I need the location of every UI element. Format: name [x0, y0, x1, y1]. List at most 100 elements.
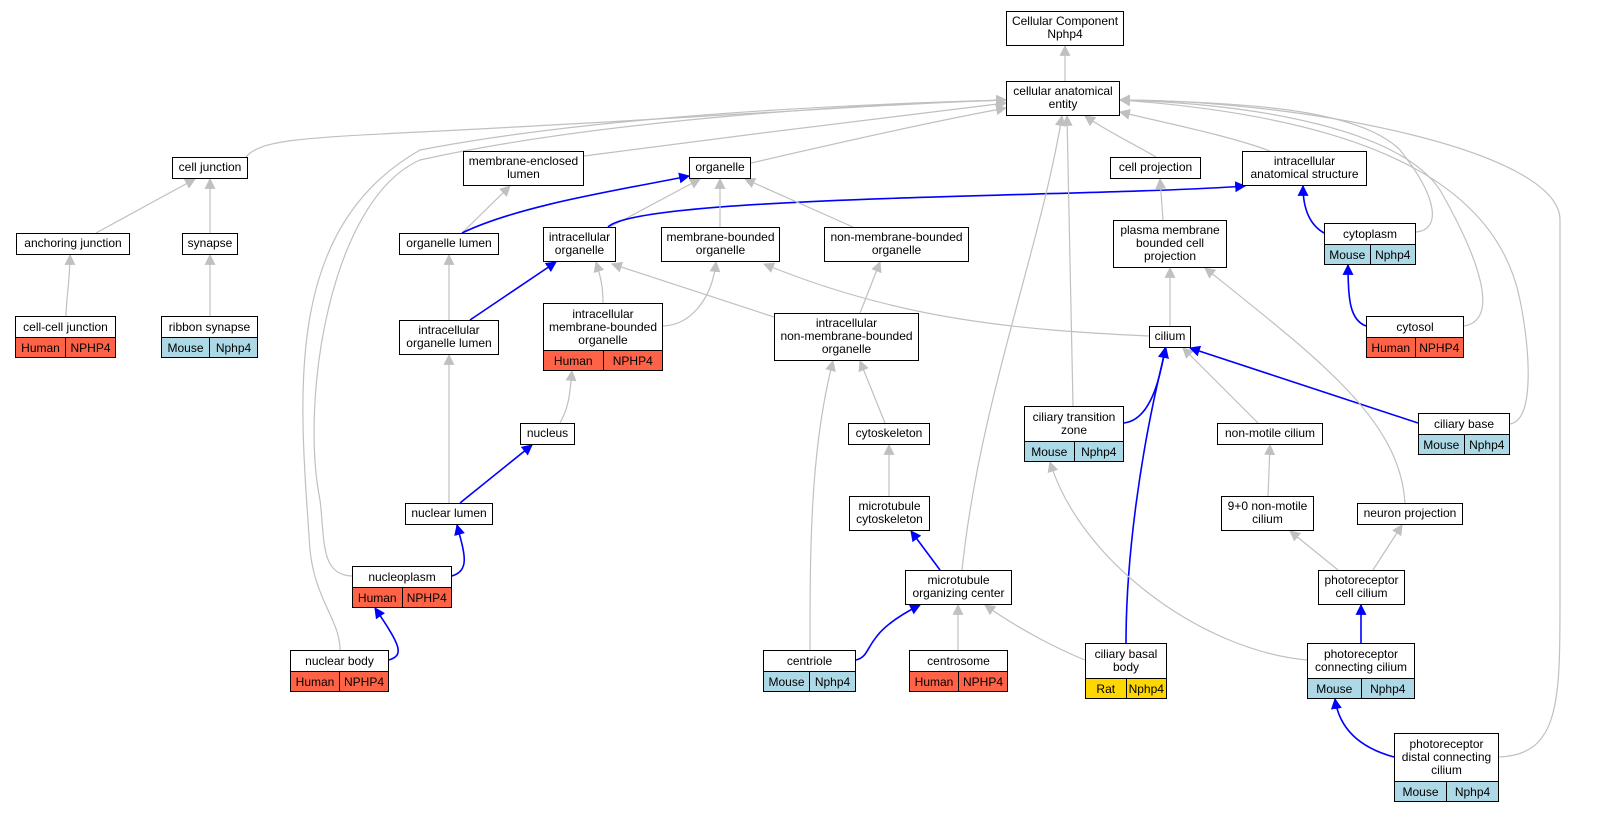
node-label: synapse — [187, 236, 233, 250]
node-intracellular-non-membrane-bounded-organelle[interactable]: intracellular non-membrane-bounded organ… — [774, 313, 919, 361]
node-non-membrane-bounded-organelle[interactable]: non-membrane-bounded organelle — [824, 227, 969, 262]
gene-tag: Nphp4 — [1360, 679, 1414, 698]
part-of-edge-cbb-to-cilium — [1125, 346, 1169, 644]
node-organelle[interactable]: organelle — [689, 157, 751, 179]
node-label: cytoskeleton — [855, 426, 923, 440]
node-label: plasma membrane bounded cell projection — [1120, 223, 1220, 263]
node-cellular-anatomical-entity[interactable]: cellular anatomical entity — [1006, 81, 1120, 116]
is-a-edge-cytoskeleton-to-inmbo — [858, 359, 886, 424]
node-nuclear-lumen[interactable]: nuclear lumen — [405, 503, 493, 525]
node-label: photoreceptor cell cilium — [1324, 573, 1399, 600]
is-a-edge-ciliary_base-to-cae — [1118, 95, 1529, 425]
node-label: nucleus — [526, 426, 569, 440]
node-label: organelle — [695, 160, 745, 174]
node-cilium[interactable]: cilium — [1149, 326, 1191, 348]
node-microtubule-cytoskeleton[interactable]: microtubule cytoskeleton — [849, 496, 930, 531]
species-tag: Mouse — [1025, 442, 1074, 461]
node-intracellular-organelle[interactable]: intracellular organelle — [543, 227, 616, 262]
node-cell-projection[interactable]: cell projection — [1110, 157, 1201, 179]
species-tag: Human — [291, 672, 339, 691]
node-nucleus[interactable]: nucleus — [520, 423, 575, 445]
part-of-edge-ciliary_base-to-cilium — [1188, 345, 1419, 424]
species-tag: Human — [910, 672, 958, 691]
node-intracellular-membrane-bounded-organelle[interactable]: intracellular membrane-bounded organelle… — [543, 303, 663, 371]
gene-tag: Nphp4 — [1463, 435, 1509, 454]
node-neuron-projection[interactable]: neuron projection — [1357, 503, 1463, 525]
gene-tag: NPHP4 — [401, 588, 451, 607]
node-label: photoreceptor distal connecting cilium — [1401, 737, 1492, 777]
node-label: photoreceptor connecting cilium — [1314, 647, 1408, 674]
node-label: ciliary basal body — [1094, 647, 1158, 674]
is-a-edge-ias-to-cae — [1118, 108, 1271, 152]
node-organelle-lumen[interactable]: organelle lumen — [399, 233, 499, 255]
node-membrane-enclosed-lumen[interactable]: membrane-enclosed lumen — [463, 151, 584, 186]
node-label: 9+0 non-motile cilium — [1227, 499, 1308, 526]
node-root[interactable]: Cellular Component Nphp4 — [1006, 11, 1124, 46]
is-a-edge-pcc-to-nine_zero — [1289, 530, 1339, 571]
is-a-edge-neuron_projection-to-pmbcp — [1204, 267, 1406, 504]
node-cytoskeleton[interactable]: cytoskeleton — [848, 423, 930, 445]
is-a-edge-inmbo-to-nmbo — [859, 260, 882, 314]
node-9-0-non-motile-cilium[interactable]: 9+0 non-motile cilium — [1221, 496, 1314, 531]
gene-tag: NPHP4 — [65, 338, 115, 357]
species-tag: Mouse — [1308, 679, 1361, 698]
is-a-edge-nmbo-to-organelle — [743, 177, 854, 228]
is-a-edge-imbo-to-intracellular_organelle — [593, 260, 605, 304]
node-intracellular-anatomical-structure[interactable]: intracellular anatomical structure — [1242, 151, 1367, 186]
node-label: nuclear lumen — [411, 506, 487, 520]
node-photoreceptor-cell-cilium[interactable]: photoreceptor cell cilium — [1318, 570, 1405, 605]
part-of-edge-intracellular_organelle-to-ias — [607, 181, 1247, 228]
is-a-edge-organelle_lumen-to-mel — [461, 185, 511, 234]
node-label: intracellular membrane-bounded organelle — [548, 306, 658, 347]
is-a-edge-cell_projection-to-cae — [1084, 115, 1157, 158]
node-plasma-membrane-bounded-cell-projection[interactable]: plasma membrane bounded cell projection — [1113, 220, 1227, 268]
node-label: ciliary base — [1433, 416, 1495, 431]
node-intracellular-organelle-lumen[interactable]: intracellular organelle lumen — [399, 320, 499, 355]
node-label: nucleoplasm — [368, 569, 436, 584]
node-label: ribbon synapse — [168, 319, 251, 334]
gene-tag: Nphp4 — [209, 338, 257, 357]
part-of-edge-iol-to-intracellular_organelle — [469, 261, 557, 321]
node-label: cell-cell junction — [23, 319, 108, 334]
is-a-edge-imbo-to-mbo — [662, 260, 721, 327]
node-non-motile-cilium[interactable]: non-motile cilium — [1217, 423, 1323, 445]
is-a-edge-inmbo-to-intracellular_organelle — [610, 261, 775, 318]
part-of-edge-pdcc-to-prcc — [1330, 697, 1395, 758]
node-synapse[interactable]: synapse — [182, 233, 238, 255]
node-label: neuron projection — [1363, 506, 1457, 520]
node-anchoring-junction[interactable]: anchoring junction — [16, 233, 130, 255]
part-of-edge-nucleoplasm-to-nuclear_lumen — [451, 523, 465, 577]
node-label: intracellular organelle — [548, 230, 611, 257]
is-a-edge-organelle-to-cae — [750, 104, 1008, 164]
node-label: membrane-bounded organelle — [666, 230, 775, 257]
node-cell-junction[interactable]: cell junction — [172, 157, 248, 179]
gene-tag: NPHP4 — [602, 351, 662, 370]
node-label: cell junction — [178, 160, 242, 174]
node-microtubule-organizing-center[interactable]: microtubule organizing center — [905, 570, 1012, 605]
species-tag: Human — [1367, 338, 1415, 357]
is-a-edge-pcc-to-neuron_projection — [1372, 524, 1403, 571]
node-label: nuclear body — [305, 653, 374, 668]
is-a-edge-ctz-to-cae — [1061, 114, 1074, 407]
gene-tag: NPHP4 — [958, 672, 1007, 691]
node-membrane-bounded-organelle[interactable]: membrane-bounded organelle — [661, 227, 780, 262]
part-of-edge-cytosol-to-cytoplasm — [1342, 263, 1367, 327]
is-a-edge-pdcc-to-cae — [1118, 94, 1561, 758]
node-label: centrosome — [927, 653, 990, 668]
part-of-edge-mtoc-to-mtc — [910, 530, 941, 571]
gene-tag: Nphp4 — [1369, 245, 1415, 264]
part-of-edge-nuclear_body-to-nucleoplasm — [374, 607, 399, 661]
